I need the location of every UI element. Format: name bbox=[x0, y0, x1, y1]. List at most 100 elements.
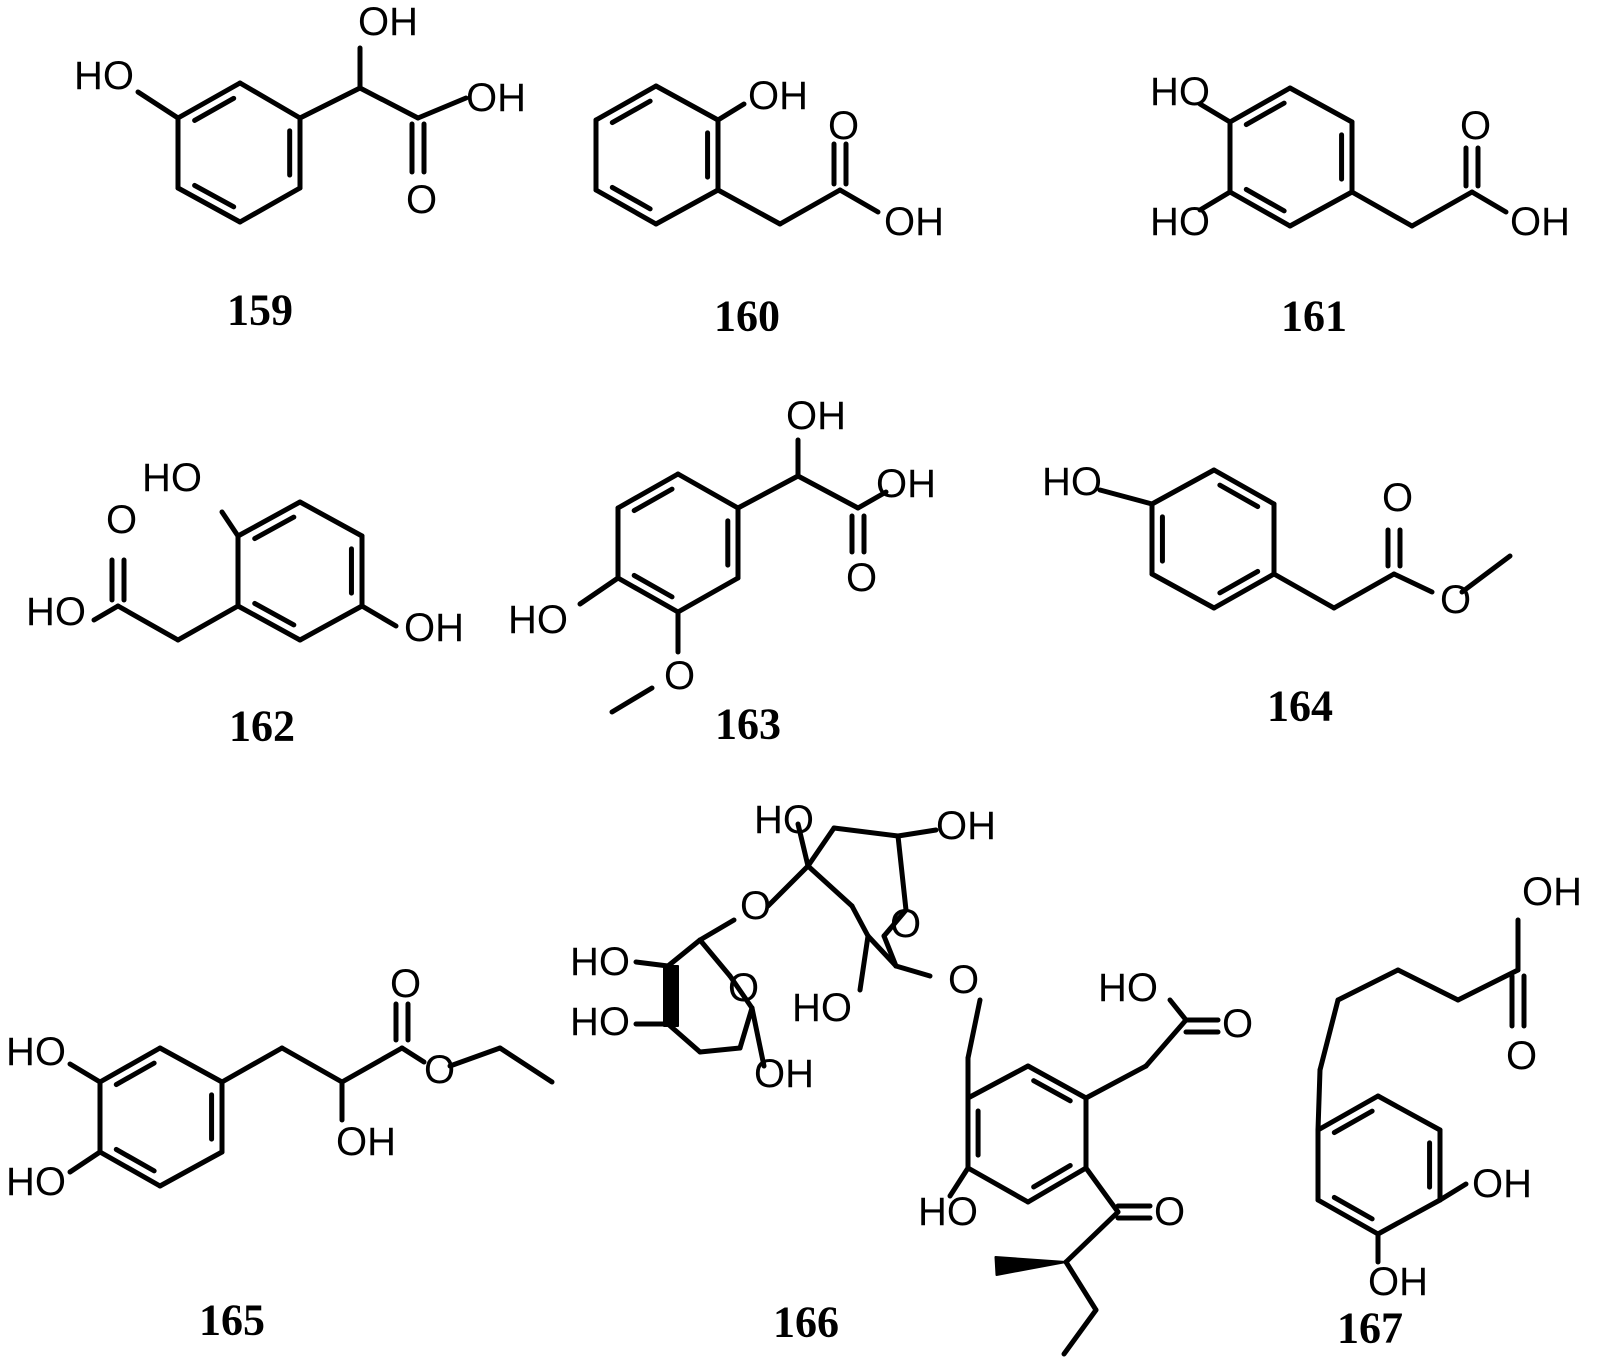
bond-line bbox=[577, 575, 621, 607]
bond-line bbox=[665, 1021, 703, 1055]
hydroxyl-label: OH bbox=[748, 74, 808, 118]
bond-line bbox=[339, 1045, 405, 1085]
bond-line bbox=[895, 833, 909, 913]
bond-line bbox=[175, 185, 243, 225]
bond-line bbox=[1375, 1093, 1443, 1133]
compound-number: 167 bbox=[1337, 1304, 1403, 1353]
bond-line bbox=[1243, 100, 1287, 128]
bond-line bbox=[1083, 1165, 1121, 1215]
bond-line bbox=[399, 1045, 427, 1065]
hydroxyl-label: OH bbox=[358, 0, 418, 44]
hydroxyl-label: OH bbox=[336, 1120, 396, 1164]
hydroxyl-label: HO bbox=[570, 940, 630, 984]
oxygen-atom-label: O bbox=[1222, 1002, 1253, 1046]
bond-line bbox=[805, 825, 837, 869]
bond-line bbox=[1031, 1078, 1073, 1104]
bond-line bbox=[1331, 571, 1397, 611]
oxygen-atom-label: O bbox=[1440, 578, 1471, 622]
bond-line bbox=[1217, 568, 1261, 596]
bond-line bbox=[113, 1146, 157, 1174]
bond-line bbox=[1331, 1194, 1375, 1222]
bond-line bbox=[965, 1063, 1031, 1101]
bond-line bbox=[631, 486, 675, 514]
hydroxyl-label: OH bbox=[466, 76, 526, 120]
bond-line bbox=[113, 1060, 157, 1088]
bond-line bbox=[1375, 1197, 1443, 1237]
hydroxyl-label: HO bbox=[74, 54, 134, 98]
hydroxyl-label: HO bbox=[1098, 966, 1158, 1010]
bond-line bbox=[1315, 1093, 1381, 1133]
bond-line bbox=[881, 907, 909, 939]
bond-line bbox=[279, 1045, 345, 1085]
bond-line bbox=[593, 83, 659, 123]
bond-line bbox=[235, 499, 303, 539]
bond-line bbox=[1459, 553, 1513, 595]
bond-line bbox=[1315, 1067, 1323, 1133]
oxygen-atom-label: O bbox=[1382, 476, 1413, 520]
oxygen-atom-label: O bbox=[828, 104, 859, 148]
bond-line bbox=[1197, 189, 1233, 213]
bond-line bbox=[1391, 571, 1435, 595]
hydroxyl-label: HO bbox=[570, 1000, 630, 1044]
bond-line bbox=[857, 933, 871, 993]
oxygen-atom-label: O bbox=[728, 966, 759, 1010]
bond-line bbox=[777, 187, 843, 227]
bond-line bbox=[237, 185, 303, 225]
hydroxyl-label: HO bbox=[1042, 460, 1102, 504]
bond-line bbox=[1197, 101, 1233, 125]
hydroxyl-label: OH bbox=[876, 462, 936, 506]
bond-line bbox=[97, 1149, 163, 1189]
bond-line bbox=[965, 1165, 1031, 1205]
bond-line bbox=[67, 1149, 103, 1175]
bond-line bbox=[947, 1165, 971, 1199]
bond-line bbox=[1349, 189, 1415, 229]
bond-line bbox=[192, 95, 237, 123]
bond-line bbox=[697, 1045, 743, 1055]
bond-line bbox=[157, 1149, 225, 1189]
bond-line bbox=[1097, 487, 1155, 507]
bond-line bbox=[297, 603, 365, 643]
hydroxyl-label: OH bbox=[1522, 870, 1582, 914]
wedge-bond bbox=[994, 1256, 1067, 1276]
oxygen-atom-label: O bbox=[1506, 1034, 1537, 1078]
hydroxyl-label: OH bbox=[404, 606, 464, 650]
bond-line bbox=[235, 603, 303, 643]
bond-line bbox=[1167, 997, 1189, 1023]
bond-line bbox=[1211, 571, 1277, 611]
hydroxyl-label: OH bbox=[936, 804, 996, 848]
bond-line bbox=[653, 83, 721, 123]
bond-line bbox=[697, 937, 733, 979]
bond-line bbox=[1455, 967, 1521, 1003]
bold-bond bbox=[663, 965, 679, 1027]
bond-line bbox=[1331, 1108, 1375, 1136]
bond-line bbox=[1469, 189, 1509, 215]
bond-line bbox=[1143, 1017, 1189, 1069]
bond-line bbox=[805, 863, 855, 909]
hydroxyl-label: OH bbox=[1472, 1162, 1532, 1206]
bond-line bbox=[1227, 189, 1293, 229]
hydroxyl-label: HO bbox=[792, 986, 852, 1030]
bond-line bbox=[609, 98, 653, 126]
bond-line bbox=[609, 685, 655, 715]
bond-line bbox=[1317, 997, 1341, 1073]
hydroxyl-label: HO bbox=[142, 456, 202, 500]
bond-line bbox=[447, 1045, 503, 1069]
bond-line bbox=[735, 473, 801, 511]
oxygen-atom-label: O bbox=[1154, 1190, 1185, 1234]
bond-line bbox=[749, 1005, 767, 1069]
bond-line bbox=[1243, 186, 1287, 214]
bond-line bbox=[895, 827, 939, 839]
bond-line bbox=[633, 959, 671, 969]
oxygen-atom-label: O bbox=[846, 556, 877, 600]
bond-line bbox=[1287, 85, 1355, 125]
bond-line bbox=[1217, 482, 1261, 510]
hydroxyl-label: HO bbox=[1150, 70, 1210, 114]
bond-line bbox=[1437, 1181, 1469, 1203]
bond-line bbox=[675, 471, 741, 511]
bond-line bbox=[855, 489, 889, 511]
compound-number: 163 bbox=[715, 700, 781, 749]
bond-line bbox=[765, 863, 811, 909]
hydroxyl-label: OH bbox=[786, 394, 846, 438]
